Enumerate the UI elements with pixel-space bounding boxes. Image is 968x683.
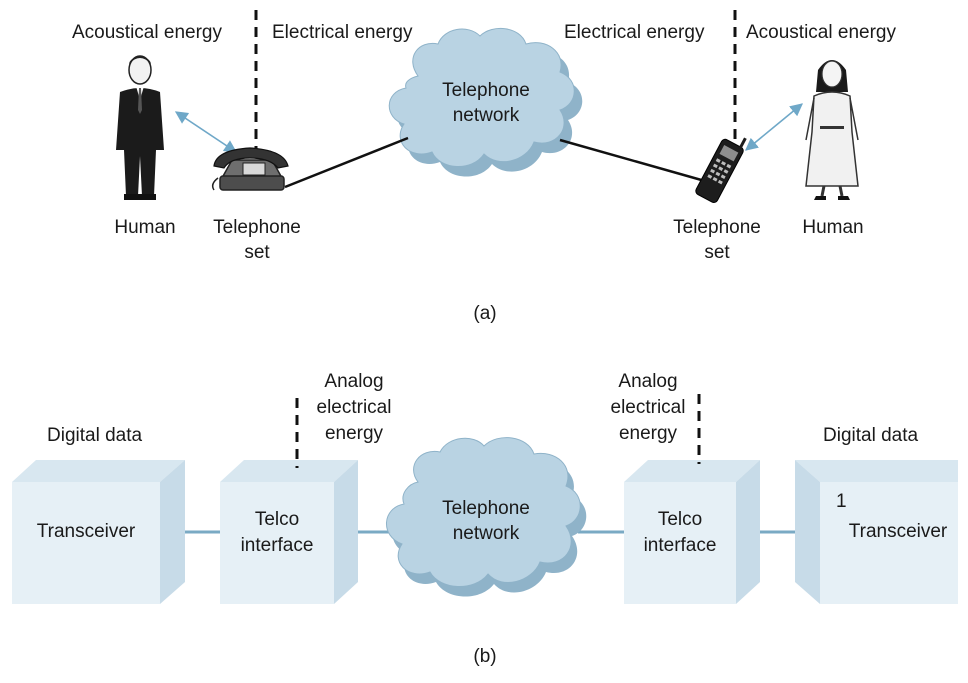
transceiver-box-right — [795, 460, 958, 604]
acoustic-arrow-right — [745, 103, 803, 151]
label-analog-left-line1: Analog — [324, 371, 384, 392]
line-network-to-right — [559, 138, 713, 185]
transceiver-right-label: Transceiver — [848, 521, 948, 542]
caption-a: (a) — [473, 303, 497, 324]
label-analog-right-line3: energy — [618, 423, 678, 444]
label-analog-left-line3: energy — [324, 423, 384, 444]
label-telephone-set-left-line1: Telephone — [213, 217, 301, 238]
network-label-a-line1: Telephone — [442, 80, 530, 101]
label-digital-data-right: Digital data — [823, 425, 919, 446]
telephone-network-cloud-b — [386, 437, 587, 597]
telephone-network-cloud-a — [388, 27, 583, 177]
telco-right-label-line1: Telco — [657, 509, 703, 530]
caption-b: (b) — [473, 646, 497, 667]
label-telephone-set-right-line1: Telephone — [673, 217, 761, 238]
telco-left-label-line1: Telco — [254, 509, 300, 530]
label-electrical-energy-left: Electrical energy — [272, 22, 413, 43]
man-figure — [116, 55, 164, 200]
label-telephone-set-right-line2: set — [704, 242, 730, 263]
label-acoustical-energy-left: Acoustical energy — [72, 22, 222, 43]
label-electrical-energy-right: Electrical energy — [564, 22, 705, 43]
network-label-b-line2: network — [452, 523, 520, 544]
woman-figure — [805, 60, 859, 200]
telco-interface-box-right — [624, 460, 760, 604]
label-analog-right-line2: electrical — [610, 397, 686, 418]
label-analog-left-line2: electrical — [316, 397, 392, 418]
label-digital-data-left: Digital data — [47, 425, 143, 446]
acoustic-arrow-left — [174, 111, 238, 153]
transceiver-right-mark: 1 — [836, 491, 847, 512]
telco-left-label-line2: interface — [240, 535, 314, 556]
label-acoustical-energy-right: Acoustical energy — [746, 22, 896, 43]
telco-interface-box-left — [220, 460, 358, 604]
network-label-a-line2: network — [452, 105, 520, 126]
network-label-b-line1: Telephone — [442, 498, 530, 519]
label-human-left: Human — [114, 217, 176, 238]
desk-telephone-icon — [211, 147, 289, 191]
line-left-to-network — [284, 136, 409, 189]
label-analog-right-line1: Analog — [618, 371, 678, 392]
transceiver-left-label: Transceiver — [36, 521, 136, 542]
label-human-right: Human — [802, 217, 864, 238]
mobile-telephone-icon — [695, 137, 747, 203]
telco-right-label-line2: interface — [643, 535, 717, 556]
label-telephone-set-left-line2: set — [244, 242, 270, 263]
transceiver-box-left — [12, 460, 185, 604]
